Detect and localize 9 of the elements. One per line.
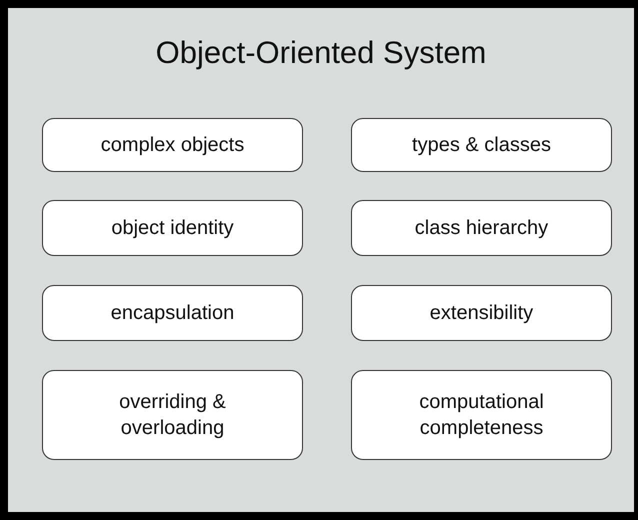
feature-box: object identity	[42, 200, 303, 256]
feature-box: class hierarchy	[351, 200, 612, 256]
feature-box: types & classes	[351, 118, 612, 172]
panel-title: Object-Oriented System	[154, 34, 488, 72]
feature-box: encapsulation	[42, 285, 303, 341]
feature-box: overriding & overloading	[42, 370, 303, 460]
feature-box: computational completeness	[351, 370, 612, 460]
feature-box: extensibility	[351, 285, 612, 341]
feature-box: complex objects	[42, 118, 303, 172]
